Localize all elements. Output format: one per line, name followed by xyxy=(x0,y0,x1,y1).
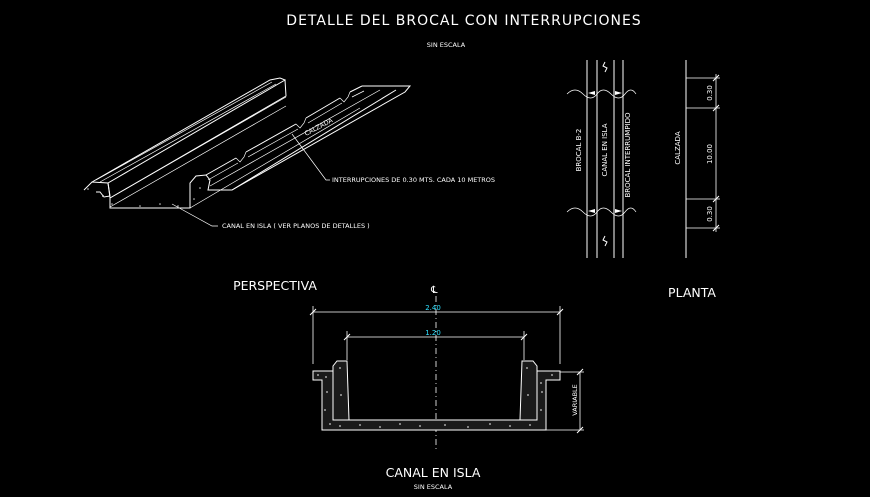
plan-dim-bottom: 0.30 xyxy=(706,206,714,222)
variable-dim-label: VARIABLE xyxy=(571,384,579,416)
interruptions-leader xyxy=(291,133,330,181)
interruptions-note: INTERRUPCIONES DE 0.30 MTS. CADA 10 METR… xyxy=(332,176,495,184)
break-line-bottom xyxy=(566,207,637,217)
centerline-symbol: ℄ xyxy=(430,285,438,296)
left-curb xyxy=(332,360,350,421)
interruption-1 xyxy=(235,151,247,163)
break-line-top xyxy=(566,89,637,99)
drawing-title: DETALLE DEL BROCAL CON INTERRUPCIONES xyxy=(286,13,641,29)
canal-leader xyxy=(171,203,218,227)
canal-note: CANAL EN ISLA ( VER PLANOS DE DETALLES ) xyxy=(222,222,370,230)
interruption-2 xyxy=(295,117,307,129)
brocal-interrumpido-label: BROCAL INTERRUMPIDO xyxy=(624,112,632,198)
plan-label: PLANTA xyxy=(668,285,716,300)
section-view: ℄ 2.40 1.20 xyxy=(309,285,584,452)
section-scale-note: SIN ESCALA xyxy=(414,483,453,491)
brocal-b2-label: BROCAL B-2 xyxy=(575,129,583,172)
left-curb-top xyxy=(91,77,287,184)
perspective-label: PERSPECTIVA xyxy=(233,278,317,293)
section-label: CANAL EN ISLA xyxy=(386,465,481,480)
calzada-plan-label: CALZADA xyxy=(674,131,682,164)
title-scale-note: SIN ESCALA xyxy=(427,41,466,49)
interruption-3 xyxy=(339,91,351,103)
dim-inner-width: 1.20 xyxy=(425,329,441,337)
plan-dim-top: 0.30 xyxy=(706,85,714,101)
calzada-slab xyxy=(231,85,412,191)
plan-dim-middle: 10.00 xyxy=(706,144,714,164)
plan-view: BROCAL B-2 CANAL EN ISLA BROCAL INTERRUM… xyxy=(566,60,720,258)
perspective-view: CALZADA INTERRUPCIONES DE 0.30 MTS. CADA… xyxy=(83,77,495,230)
right-curb xyxy=(519,360,538,421)
dim-outer-width: 2.40 xyxy=(425,304,441,312)
canal-en-isla-plan-label: CANAL EN ISLA xyxy=(601,123,609,176)
right-curb-profile xyxy=(189,89,397,195)
